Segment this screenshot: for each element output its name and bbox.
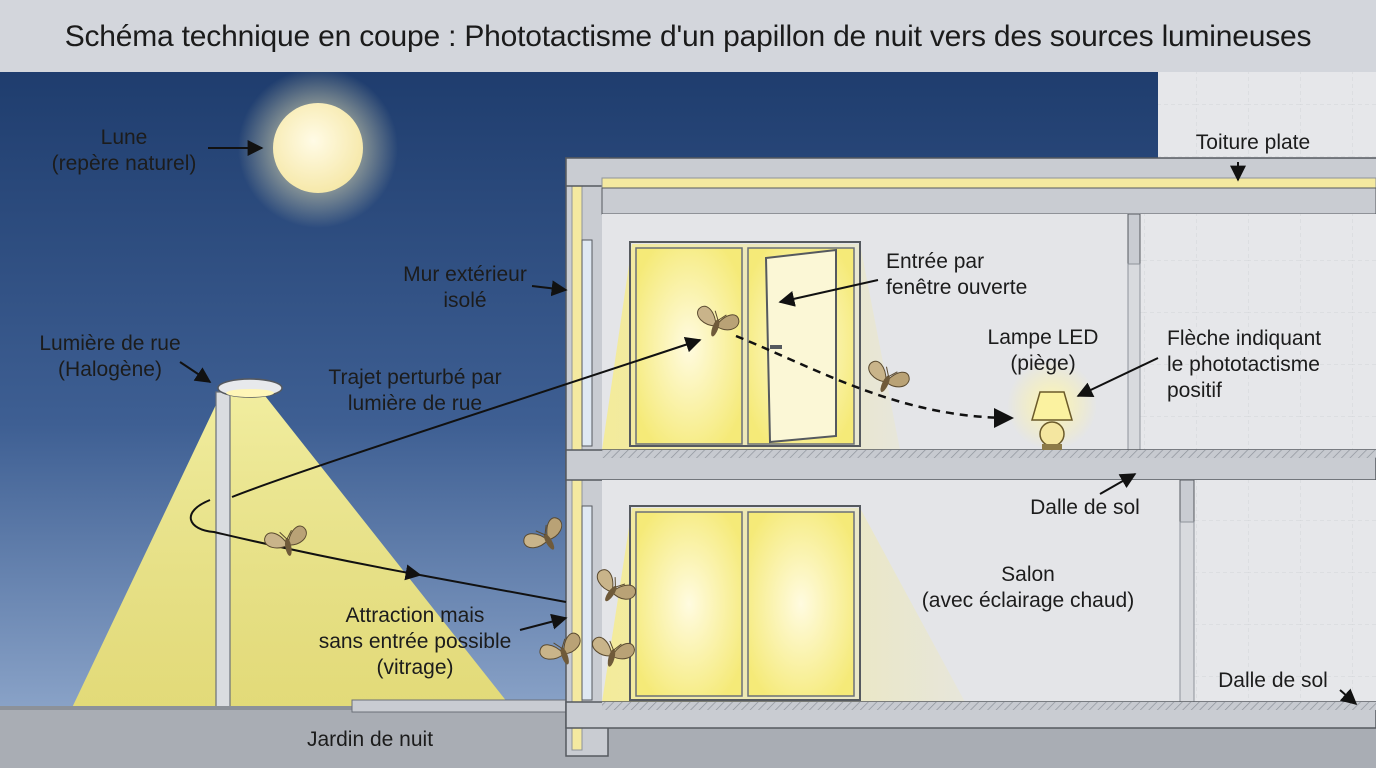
lower-window-left-pane: [635, 511, 743, 697]
moon: [273, 103, 363, 193]
living-room-sublabel: (avec éclairage chaud): [922, 589, 1134, 612]
window-handle: [770, 345, 782, 349]
window-entry-sublabel: fenêtre ouverte: [886, 276, 1027, 299]
attraction-label-1: Attraction mais: [346, 604, 485, 627]
page-title: Schéma technique en coupe : Phototactism…: [64, 20, 1312, 53]
upper-window-frame: [629, 241, 861, 447]
phototaxis-label-2: le phototactisme: [1167, 353, 1320, 376]
led-lamp-label: Lampe LED: [988, 326, 1099, 349]
garden-label: Jardin de nuit: [307, 728, 433, 751]
lower-glazing: [581, 505, 593, 701]
path-sublabel: lumière de rue: [348, 392, 482, 415]
attraction-label-3: (vitrage): [376, 656, 453, 679]
disturbed-path-arrow: [231, 336, 702, 498]
upper-slab-leader: [1099, 473, 1137, 495]
led-lamp-base: [1039, 421, 1065, 447]
path-label: Trajet perturbé par: [328, 366, 501, 389]
title-bar: Schéma technique en coupe : Phototactism…: [0, 0, 1376, 73]
lower-slab-leader: [1339, 688, 1358, 706]
upper-slab-label: Dalle de sol: [1030, 496, 1140, 519]
wall-leader: [531, 280, 568, 297]
lower-floor-finish: [602, 702, 1376, 710]
attraction-path-arrow: [189, 499, 422, 581]
attraction-label-2: sans entrée possible: [319, 630, 512, 653]
building-section: [565, 157, 1376, 757]
upper-window-left-pane: [635, 247, 743, 445]
moon-sublabel: (repère naturel): [52, 152, 197, 175]
street-light-leader: [179, 361, 212, 383]
labels: Lune (repère naturel) Lumière de rue (Ha…: [39, 126, 1327, 751]
lower-side-room: [1194, 480, 1376, 702]
phototaxis-label-1: Flèche indiquant: [1167, 327, 1321, 350]
wall-sublabel: isolé: [443, 289, 486, 312]
lower-window-frame: [629, 505, 861, 701]
leader-arrows: [179, 140, 1358, 706]
phototaxis-leader: [1076, 357, 1159, 398]
street-light-sublabel: (Halogène): [58, 358, 162, 381]
attraction-leader: [519, 613, 568, 631]
window-entry-label: Entrée par: [886, 250, 984, 273]
roof-insulation: [601, 177, 1376, 189]
street-light-beam: [70, 392, 515, 712]
upper-partition: [1127, 213, 1141, 265]
roof-label: Toiture plate: [1196, 131, 1310, 154]
wall-label: Mur extérieur: [403, 263, 527, 286]
lower-partition: [1179, 479, 1195, 523]
street-light-label: Lumière de rue: [39, 332, 180, 355]
led-lamp-foot: [1042, 444, 1062, 450]
terrace-step: [351, 699, 571, 713]
lower-slab-label: Dalle de sol: [1218, 669, 1328, 692]
roof-structure: [601, 187, 1376, 215]
upper-side-room: [1140, 214, 1376, 450]
led-lamp-sublabel: (piège): [1010, 352, 1075, 375]
phototaxis-label-3: positif: [1167, 379, 1222, 402]
led-lamp-shade: [1031, 391, 1073, 421]
lower-partition-wall: [1179, 521, 1195, 703]
window-entry-leader: [778, 279, 879, 307]
upper-glazing: [581, 239, 593, 447]
moon-label: Lune: [101, 126, 148, 149]
street-light-bulb: [226, 389, 274, 397]
phototaxis-path: [735, 334, 1014, 428]
upper-floor-finish: [602, 450, 1376, 458]
attraction-path-end: [419, 574, 567, 603]
garden-surface: [0, 706, 560, 710]
street-light-pole: [215, 391, 231, 713]
lower-window-right-pane: [747, 511, 855, 697]
upper-partition-wall: [1127, 263, 1141, 451]
living-room-label: Salon: [1001, 563, 1055, 586]
